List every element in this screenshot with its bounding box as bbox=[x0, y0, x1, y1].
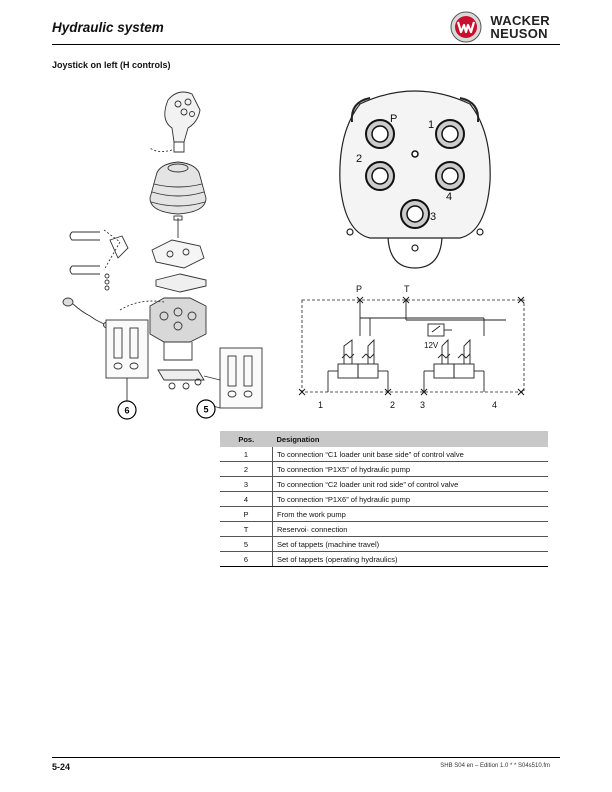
row-designation: To connection “P1X5” of hydraulic pump bbox=[272, 461, 548, 477]
brand-block: WACKER NEUSON bbox=[450, 11, 550, 43]
schematic-label-t: T bbox=[404, 284, 410, 294]
row-designation: To connection “C1 loader unit base side”… bbox=[272, 447, 548, 462]
row-pos: 4 bbox=[220, 491, 273, 507]
footer-reference: SHB S04 en – Edition 1.0 * * S04s510.fm bbox=[440, 763, 550, 769]
brand-line-1: WACKER bbox=[490, 13, 550, 28]
row-designation: Set of tappets (operating hydraulics) bbox=[272, 551, 548, 567]
schematic-label-voltage: 12V bbox=[424, 341, 439, 350]
joystick-exploded-view: 6 5 bbox=[62, 91, 263, 420]
row-designation: Set of tappets (machine travel) bbox=[272, 536, 548, 552]
page-header-title: Hydraulic system bbox=[52, 20, 164, 35]
hydraulic-schematic: P T 12V 1 2 3 4 bbox=[298, 284, 525, 410]
row-designation: From the work pump bbox=[272, 506, 548, 522]
wacker-neuson-logo-icon bbox=[450, 11, 482, 43]
footer-rule bbox=[52, 757, 560, 758]
section-title: Joystick on left (H controls) bbox=[52, 60, 171, 70]
port-label-p: P bbox=[390, 113, 397, 125]
row-pos: 1 bbox=[220, 447, 273, 462]
row-designation: To connection “C2 loader unit rod side” … bbox=[272, 476, 548, 492]
page-number: 5-24 bbox=[52, 762, 71, 772]
row-pos: 2 bbox=[220, 461, 273, 477]
row-pos: P bbox=[220, 506, 273, 522]
svg-text:6: 6 bbox=[124, 406, 129, 416]
row-pos: 5 bbox=[220, 536, 273, 552]
joystick-port-layout: P 1 2 3 4 bbox=[339, 90, 491, 269]
schematic-label-3: 3 bbox=[420, 400, 425, 410]
schematic-label-1: 1 bbox=[318, 400, 323, 410]
callout-5: 5 bbox=[196, 399, 216, 419]
brand-line-2: NEUSON bbox=[490, 26, 548, 41]
brand-wordmark: WACKER NEUSON bbox=[490, 14, 550, 40]
svg-text:5: 5 bbox=[203, 405, 208, 415]
callout-6: 6 bbox=[117, 400, 137, 420]
row-pos: 6 bbox=[220, 551, 273, 567]
row-designation: To connection “P1X6” of hydraulic pump bbox=[272, 491, 548, 507]
col-header-designation: Designation bbox=[272, 431, 548, 447]
schematic-label-4: 4 bbox=[492, 400, 497, 410]
header-rule bbox=[52, 44, 560, 45]
port-label-2: 2 bbox=[356, 153, 362, 165]
row-designation: Reservoi· connection bbox=[272, 521, 548, 537]
table-header-row: Pos. Designation bbox=[220, 431, 548, 447]
port-label-4: 4 bbox=[446, 191, 452, 203]
port-label-1: 1 bbox=[428, 119, 434, 131]
schematic-label-p: P bbox=[356, 284, 362, 294]
schematic-label-2: 2 bbox=[390, 400, 395, 410]
row-pos: 3 bbox=[220, 476, 273, 492]
port-label-3: 3 bbox=[430, 211, 436, 223]
row-pos: T bbox=[220, 521, 273, 537]
col-header-pos: Pos. bbox=[220, 431, 273, 447]
